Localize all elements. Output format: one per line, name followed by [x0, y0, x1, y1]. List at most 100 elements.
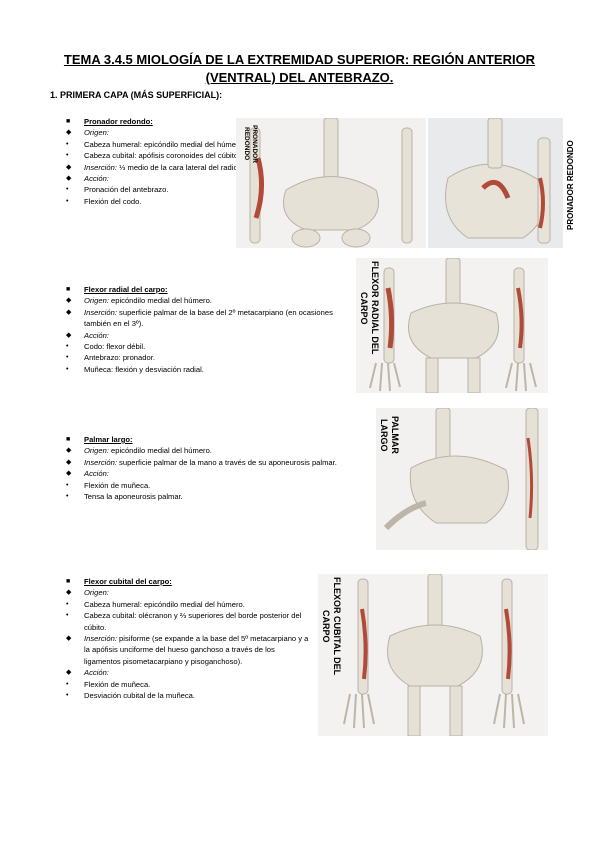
item-label: Acción: [84, 174, 109, 184]
list-item: • Flexión del codo. [66, 196, 246, 207]
dot-bullet-icon: • [66, 343, 69, 351]
item-text: Cabeza humeral: epicóndilo medial del hú… [84, 599, 245, 609]
diamond-bullet-icon: ◆ [66, 129, 72, 137]
diamond-bullet-icon: ◆ [66, 297, 72, 305]
anatomy-image-pronador-2 [428, 118, 563, 248]
item-label: Origen: [84, 296, 109, 306]
dot-bullet-icon: • [66, 354, 69, 362]
item-text: Codo: flexor débil. [84, 342, 146, 352]
section-heading-text: Flexor radial del carpo: [84, 285, 168, 294]
section-heading: ■ Palmar largo: [66, 434, 346, 445]
item-text: Antebrazo: pronador. [84, 353, 155, 363]
item-text: superficie palmar de la mano a través de… [116, 457, 337, 467]
image-label-flexor-cubital: FLEXOR CUBITAL DEL CARPO [321, 576, 342, 676]
dot-bullet-icon: • [66, 612, 69, 620]
list-item: • Codo: flexor débil. [66, 341, 351, 352]
list-item: •Flexión de muñeca. [66, 480, 346, 491]
square-bullet-icon: ■ [66, 436, 71, 443]
image-label-flexor-radial: FLEXOR RADIAL DEL CARPO [359, 261, 380, 355]
page-title-line2: (VENTRAL) DEL ANTEBRAZO. [205, 70, 394, 85]
list-item: ◆ Inserción: ⅓ medio de la cara lateral d… [66, 162, 246, 173]
item-text: ⅓ medio de la cara lateral del radio. [116, 162, 240, 172]
item-text: epicóndilo medial del húmero. [108, 296, 212, 306]
item-label: Inserción: [84, 634, 117, 644]
dot-bullet-icon: • [66, 186, 69, 194]
section-pronador-redondo: ■ Pronador redondo: ◆ Origen: • Cabeza humera… [66, 116, 246, 207]
image-label-palmar-largo: PALMAR LARGO [379, 416, 400, 454]
list-item: ◆ Origen: epicóndilo medial del húmero. [66, 445, 346, 456]
item-text: superficie palmar de la base del 2º meta… [84, 307, 333, 329]
dot-bullet-icon: • [66, 140, 69, 148]
list-item: ◆ Origen: [66, 127, 246, 138]
square-bullet-icon: ■ [66, 286, 71, 293]
list-item: ◆ Inserción: superficie palmar de la mano… [66, 457, 346, 468]
item-text: Tensa la aponeurosis palmar. [84, 492, 183, 502]
item-text: Cabeza cubital: olécranon y ⅔ superiores… [84, 611, 302, 632]
dot-bullet-icon: • [66, 197, 69, 205]
list-item: ◆ Origen: epicóndilo medial del húmero. [66, 295, 351, 306]
diamond-bullet-icon: ◆ [66, 669, 72, 677]
anatomy-image-flexor-radial [356, 258, 548, 393]
diamond-bullet-icon: ◆ [66, 175, 72, 183]
section-flexor-radial: ■ Flexor radial del carpo: ◆ Origen: epicón… [66, 284, 351, 375]
item-label: Origen: [84, 588, 109, 598]
item-label: Origen: [84, 446, 109, 456]
item-label: Inserción: [84, 457, 117, 467]
square-bullet-icon: ■ [66, 578, 71, 585]
item-text: Pronación del antebrazo. [84, 185, 169, 195]
item-label: Inserción: [84, 162, 117, 172]
section-heading-text: Pronador redondo: [84, 117, 153, 126]
list-item: • Pronación del antebrazo. [66, 184, 246, 195]
list-item: • Cabeza humeral: epicóndilo medial del h… [66, 599, 311, 610]
list-item: • Cabeza humeral: epicóndilo medial del h… [66, 139, 246, 150]
list-item: • Muñeca: flexión y desviación radial. [66, 364, 351, 375]
dot-bullet-icon: • [66, 365, 69, 373]
list-item: • Cabeza cubital: olécranon y ⅔ superiore… [66, 610, 311, 633]
diamond-bullet-icon: ◆ [66, 331, 72, 339]
list-item: •Flexión de muñeca. [66, 679, 311, 690]
item-text: Flexión del codo. [84, 196, 142, 206]
item-text: Flexión de muñeca. [84, 679, 151, 689]
section-heading-text: Palmar largo: [84, 435, 133, 444]
dot-bullet-icon: • [66, 481, 69, 489]
item-text: pisiforme (se expande a la base del 5º m… [84, 634, 309, 666]
item-text: Cabeza humeral: epicóndilo medial del hú… [84, 139, 245, 149]
list-item: ◆ Inserción: pisiforme (se expande a la b… [66, 633, 311, 667]
item-label: Acción: [84, 469, 109, 479]
anatomy-image-palmar-largo [376, 408, 548, 550]
section-flexor-cubital: ■Flexor cubital del carpo:◆Origen:•Cabez… [66, 576, 311, 701]
item-text: Cabeza cubital: apófisis coronoides del … [84, 151, 241, 161]
list-item: • Antebrazo: pronador. [66, 352, 351, 363]
item-text: epicóndilo medial del húmero. [108, 446, 212, 456]
list-item: ◆Origen: [66, 587, 311, 598]
item-text: Desviación cubital de la muñeca. [84, 691, 196, 701]
diamond-bullet-icon: ◆ [66, 163, 72, 171]
section-subtitle: 1. PRIMERA CAPA (MÁS SUPERFICIAL): [50, 90, 223, 100]
diamond-bullet-icon: ◆ [66, 308, 72, 316]
section-heading-text: Flexor cubital del carpo: [84, 577, 172, 586]
image-label-pronador-redondo-small: PRONADOR REDONDO [243, 125, 258, 163]
list-item: ◆ Acción: [66, 330, 351, 341]
square-bullet-icon: ■ [66, 118, 71, 125]
item-label: Inserción: [84, 307, 117, 317]
item-text: Muñeca: flexión y desviación radial. [84, 364, 204, 374]
anatomy-image-pronador-1: PRONADOR REDONDO [236, 118, 426, 248]
list-item: ◆ Acción: [66, 173, 246, 184]
list-item: ◆Acción: [66, 468, 346, 479]
diamond-bullet-icon: ◆ [66, 447, 72, 455]
list-item: • Cabeza cubital: apófisis coronoides del… [66, 150, 246, 161]
diamond-bullet-icon: ◆ [66, 458, 72, 466]
section-heading: ■ Flexor radial del carpo: [66, 284, 351, 295]
image-label-pronador-redondo-large: PRONADOR REDONDO [566, 140, 575, 230]
anatomy-image-flexor-cubital [318, 574, 548, 736]
dot-bullet-icon: • [66, 600, 69, 608]
dot-bullet-icon: • [66, 152, 69, 160]
section-palmar-largo: ■ Palmar largo: ◆ Origen: epicóndilo medial… [66, 434, 346, 502]
item-label: Origen: [84, 128, 109, 138]
list-item: ◆Acción: [66, 667, 311, 678]
dot-bullet-icon: • [66, 692, 69, 700]
section-heading: ■ Pronador redondo: [66, 116, 246, 127]
page-title-line1: TEMA 3.4.5 MIOLOGÍA DE LA EXTREMIDAD SUP… [63, 52, 536, 67]
diamond-bullet-icon: ◆ [66, 635, 72, 643]
item-label: Acción: [84, 330, 109, 340]
